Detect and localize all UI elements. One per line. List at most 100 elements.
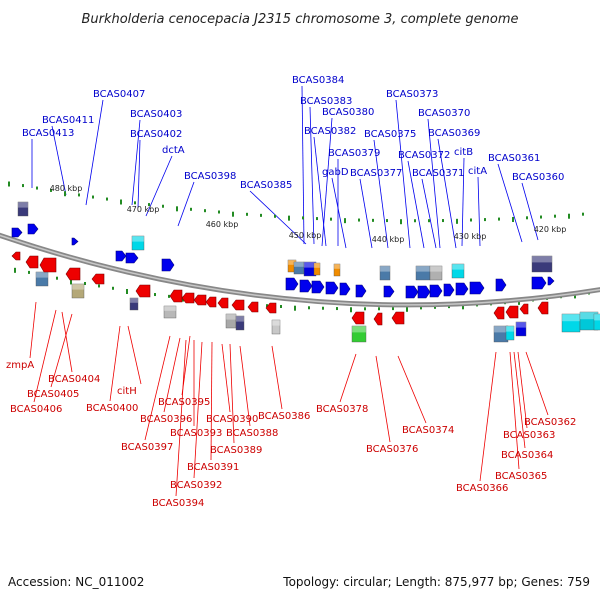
reverse-gene-label: BCAS0364 bbox=[501, 450, 553, 461]
leader-line bbox=[373, 139, 389, 249]
scale-tick bbox=[378, 307, 380, 311]
reverse-gene-arrow bbox=[65, 267, 81, 281]
forward-gene-arrow bbox=[27, 223, 39, 235]
leader-line bbox=[339, 353, 357, 403]
forward-gene-label: BCAS0380 bbox=[322, 107, 374, 118]
reverse-gene-label: BCAS0404 bbox=[48, 374, 100, 385]
scale-tick bbox=[294, 305, 296, 311]
scale-tick bbox=[162, 204, 164, 208]
leader-line bbox=[461, 157, 465, 247]
feature-box bbox=[531, 255, 553, 273]
feature-box bbox=[379, 265, 391, 281]
scale-label: 470 kbp bbox=[127, 205, 160, 214]
forward-gene-label: BCAS0370 bbox=[418, 108, 470, 119]
feature-box-shine bbox=[226, 314, 236, 320]
leader-line bbox=[395, 99, 411, 249]
forward-gene-label: BCAS0407 bbox=[93, 89, 145, 100]
accession-text: Accession: NC_011002 bbox=[8, 575, 144, 589]
scale-tick bbox=[168, 294, 170, 298]
feature-box bbox=[163, 305, 177, 319]
leader-line bbox=[309, 106, 315, 245]
scale-tick bbox=[190, 207, 192, 211]
forward-gene-label: BCAS0411 bbox=[42, 115, 94, 126]
scale-tick bbox=[526, 216, 528, 220]
reverse-gene-arrow bbox=[493, 306, 505, 320]
forward-gene-label: citA bbox=[468, 166, 487, 177]
feature-box bbox=[129, 297, 139, 311]
leader-line bbox=[50, 313, 73, 388]
scale-tick bbox=[442, 219, 444, 223]
map-title: Burkholderia cenocepacia J2315 chromosom… bbox=[81, 12, 518, 27]
feature-box bbox=[17, 201, 29, 217]
scale-tick bbox=[280, 304, 282, 308]
forward-gene-arrow bbox=[547, 276, 555, 286]
forward-gene-label: BCAS0372 bbox=[398, 150, 450, 161]
leader-line bbox=[144, 335, 171, 441]
reverse-gene-label: zmpA bbox=[6, 360, 34, 371]
scale-tick bbox=[470, 218, 472, 222]
feature-box bbox=[593, 313, 600, 331]
scale-tick bbox=[106, 197, 108, 201]
reverse-gene-arrow bbox=[247, 301, 259, 313]
forward-gene-label: BCAS0373 bbox=[386, 89, 438, 100]
scale-label: 440 kbp bbox=[372, 235, 405, 244]
scale-tick bbox=[358, 218, 360, 222]
reverse-gene-arrow bbox=[505, 305, 519, 319]
reverse-gene-label: BCAS0362 bbox=[524, 417, 576, 428]
forward-gene-label: BCAS0361 bbox=[488, 153, 540, 164]
reverse-gene-arrow bbox=[91, 273, 105, 285]
chromosome-backbone-highlight bbox=[0, 234, 600, 306]
scale-label: 450 kbp bbox=[289, 231, 322, 240]
feature-box bbox=[35, 271, 49, 287]
scale-tick bbox=[8, 181, 10, 187]
scale-tick bbox=[154, 293, 156, 297]
forward-gene-label: BCAS0377 bbox=[350, 168, 402, 179]
scale-tick bbox=[56, 276, 58, 280]
scale-tick bbox=[78, 193, 80, 197]
leader-line bbox=[427, 118, 441, 249]
reverse-gene-arrow bbox=[181, 292, 195, 304]
feature-box bbox=[71, 283, 85, 299]
forward-gene-label: BCAS0398 bbox=[184, 171, 236, 182]
scale-tick bbox=[126, 288, 128, 294]
forward-gene-label: gabD bbox=[322, 167, 349, 178]
scale-tick bbox=[148, 203, 150, 207]
reverse-gene-label: BCAS0400 bbox=[86, 403, 138, 414]
scale-tick bbox=[574, 293, 576, 299]
feature-box bbox=[235, 315, 245, 331]
scale-tick bbox=[400, 219, 402, 225]
reverse-gene-label: BCAS0376 bbox=[366, 444, 418, 455]
leader-line bbox=[61, 311, 73, 373]
feature-box-shine bbox=[334, 264, 340, 269]
reverse-gene-arrow bbox=[217, 297, 229, 309]
forward-gene-label: BCAS0382 bbox=[304, 126, 356, 137]
feature-box-shine bbox=[416, 266, 430, 272]
scale-tick bbox=[414, 219, 416, 223]
reverse-gene-label: BCAS0392 bbox=[170, 480, 222, 491]
genome-summary-text: Topology: circular; Length: 875,977 bp; … bbox=[282, 575, 590, 589]
scale-tick bbox=[322, 306, 324, 310]
forward-gene-arrow bbox=[339, 282, 351, 296]
scale-tick bbox=[266, 304, 268, 308]
forward-gene-arrow bbox=[429, 284, 443, 298]
label-leader-lines bbox=[29, 85, 549, 497]
feature-box-shine bbox=[506, 326, 514, 332]
scale-tick bbox=[364, 307, 366, 311]
feature-box-shine bbox=[288, 260, 296, 265]
forward-gene-label: BCAS0360 bbox=[512, 172, 564, 183]
scale-tick bbox=[22, 184, 24, 188]
forward-gene-arrow bbox=[531, 276, 547, 290]
scale-tick bbox=[350, 307, 352, 313]
feature-box-shine bbox=[452, 264, 464, 270]
forward-gene-label: BCAS0403 bbox=[130, 109, 182, 120]
feature-box-shine bbox=[236, 316, 244, 322]
reverse-gene-arrow bbox=[519, 303, 529, 315]
scale-tick bbox=[308, 306, 310, 310]
leader-line bbox=[271, 345, 283, 410]
forward-gene-label: citB bbox=[454, 147, 473, 158]
reverse-gene-arrow bbox=[373, 312, 383, 326]
scale-tick bbox=[406, 306, 408, 312]
reverse-gene-label: BCAS0365 bbox=[495, 471, 547, 482]
